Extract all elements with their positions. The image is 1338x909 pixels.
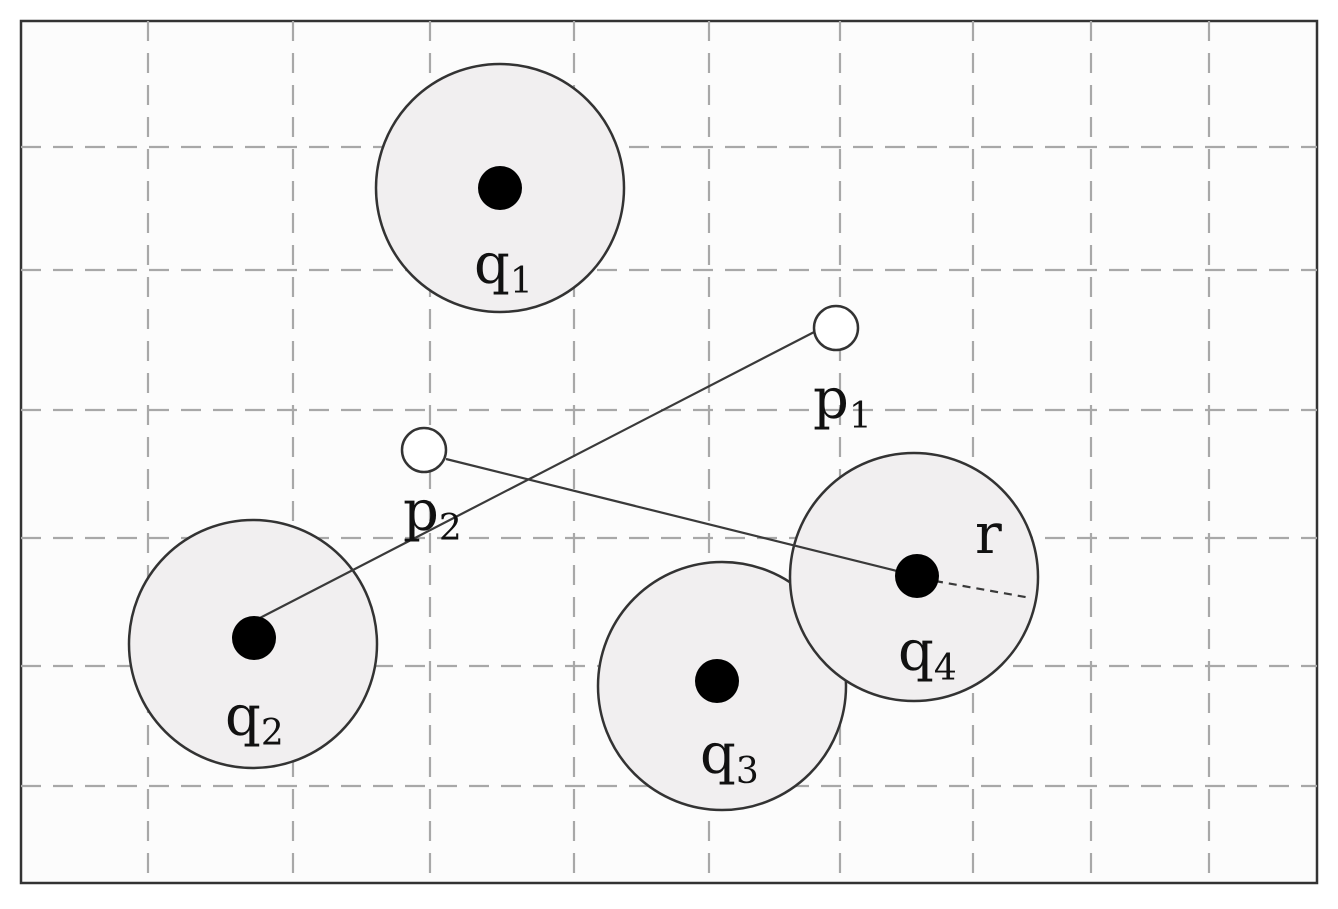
query-point-q1 bbox=[478, 166, 522, 210]
radius-line bbox=[934, 579, 1032, 600]
data-point-p2 bbox=[400, 426, 448, 474]
query-point-q2 bbox=[232, 616, 276, 660]
data-point-p1 bbox=[812, 304, 860, 352]
label-p2: p2 bbox=[403, 479, 462, 549]
label-q2: q2 bbox=[225, 684, 284, 754]
segment-q2-p1 bbox=[253, 328, 821, 622]
label-p1: p1 bbox=[813, 367, 872, 437]
label-radius: r bbox=[975, 502, 1002, 567]
query-point-q3 bbox=[695, 659, 739, 703]
query-point-q4 bbox=[895, 554, 939, 598]
label-q4: q4 bbox=[898, 619, 957, 689]
label-q3: q3 bbox=[700, 722, 759, 792]
label-q1: q1 bbox=[474, 232, 533, 302]
segment-p2-q4 bbox=[445, 457, 914, 577]
